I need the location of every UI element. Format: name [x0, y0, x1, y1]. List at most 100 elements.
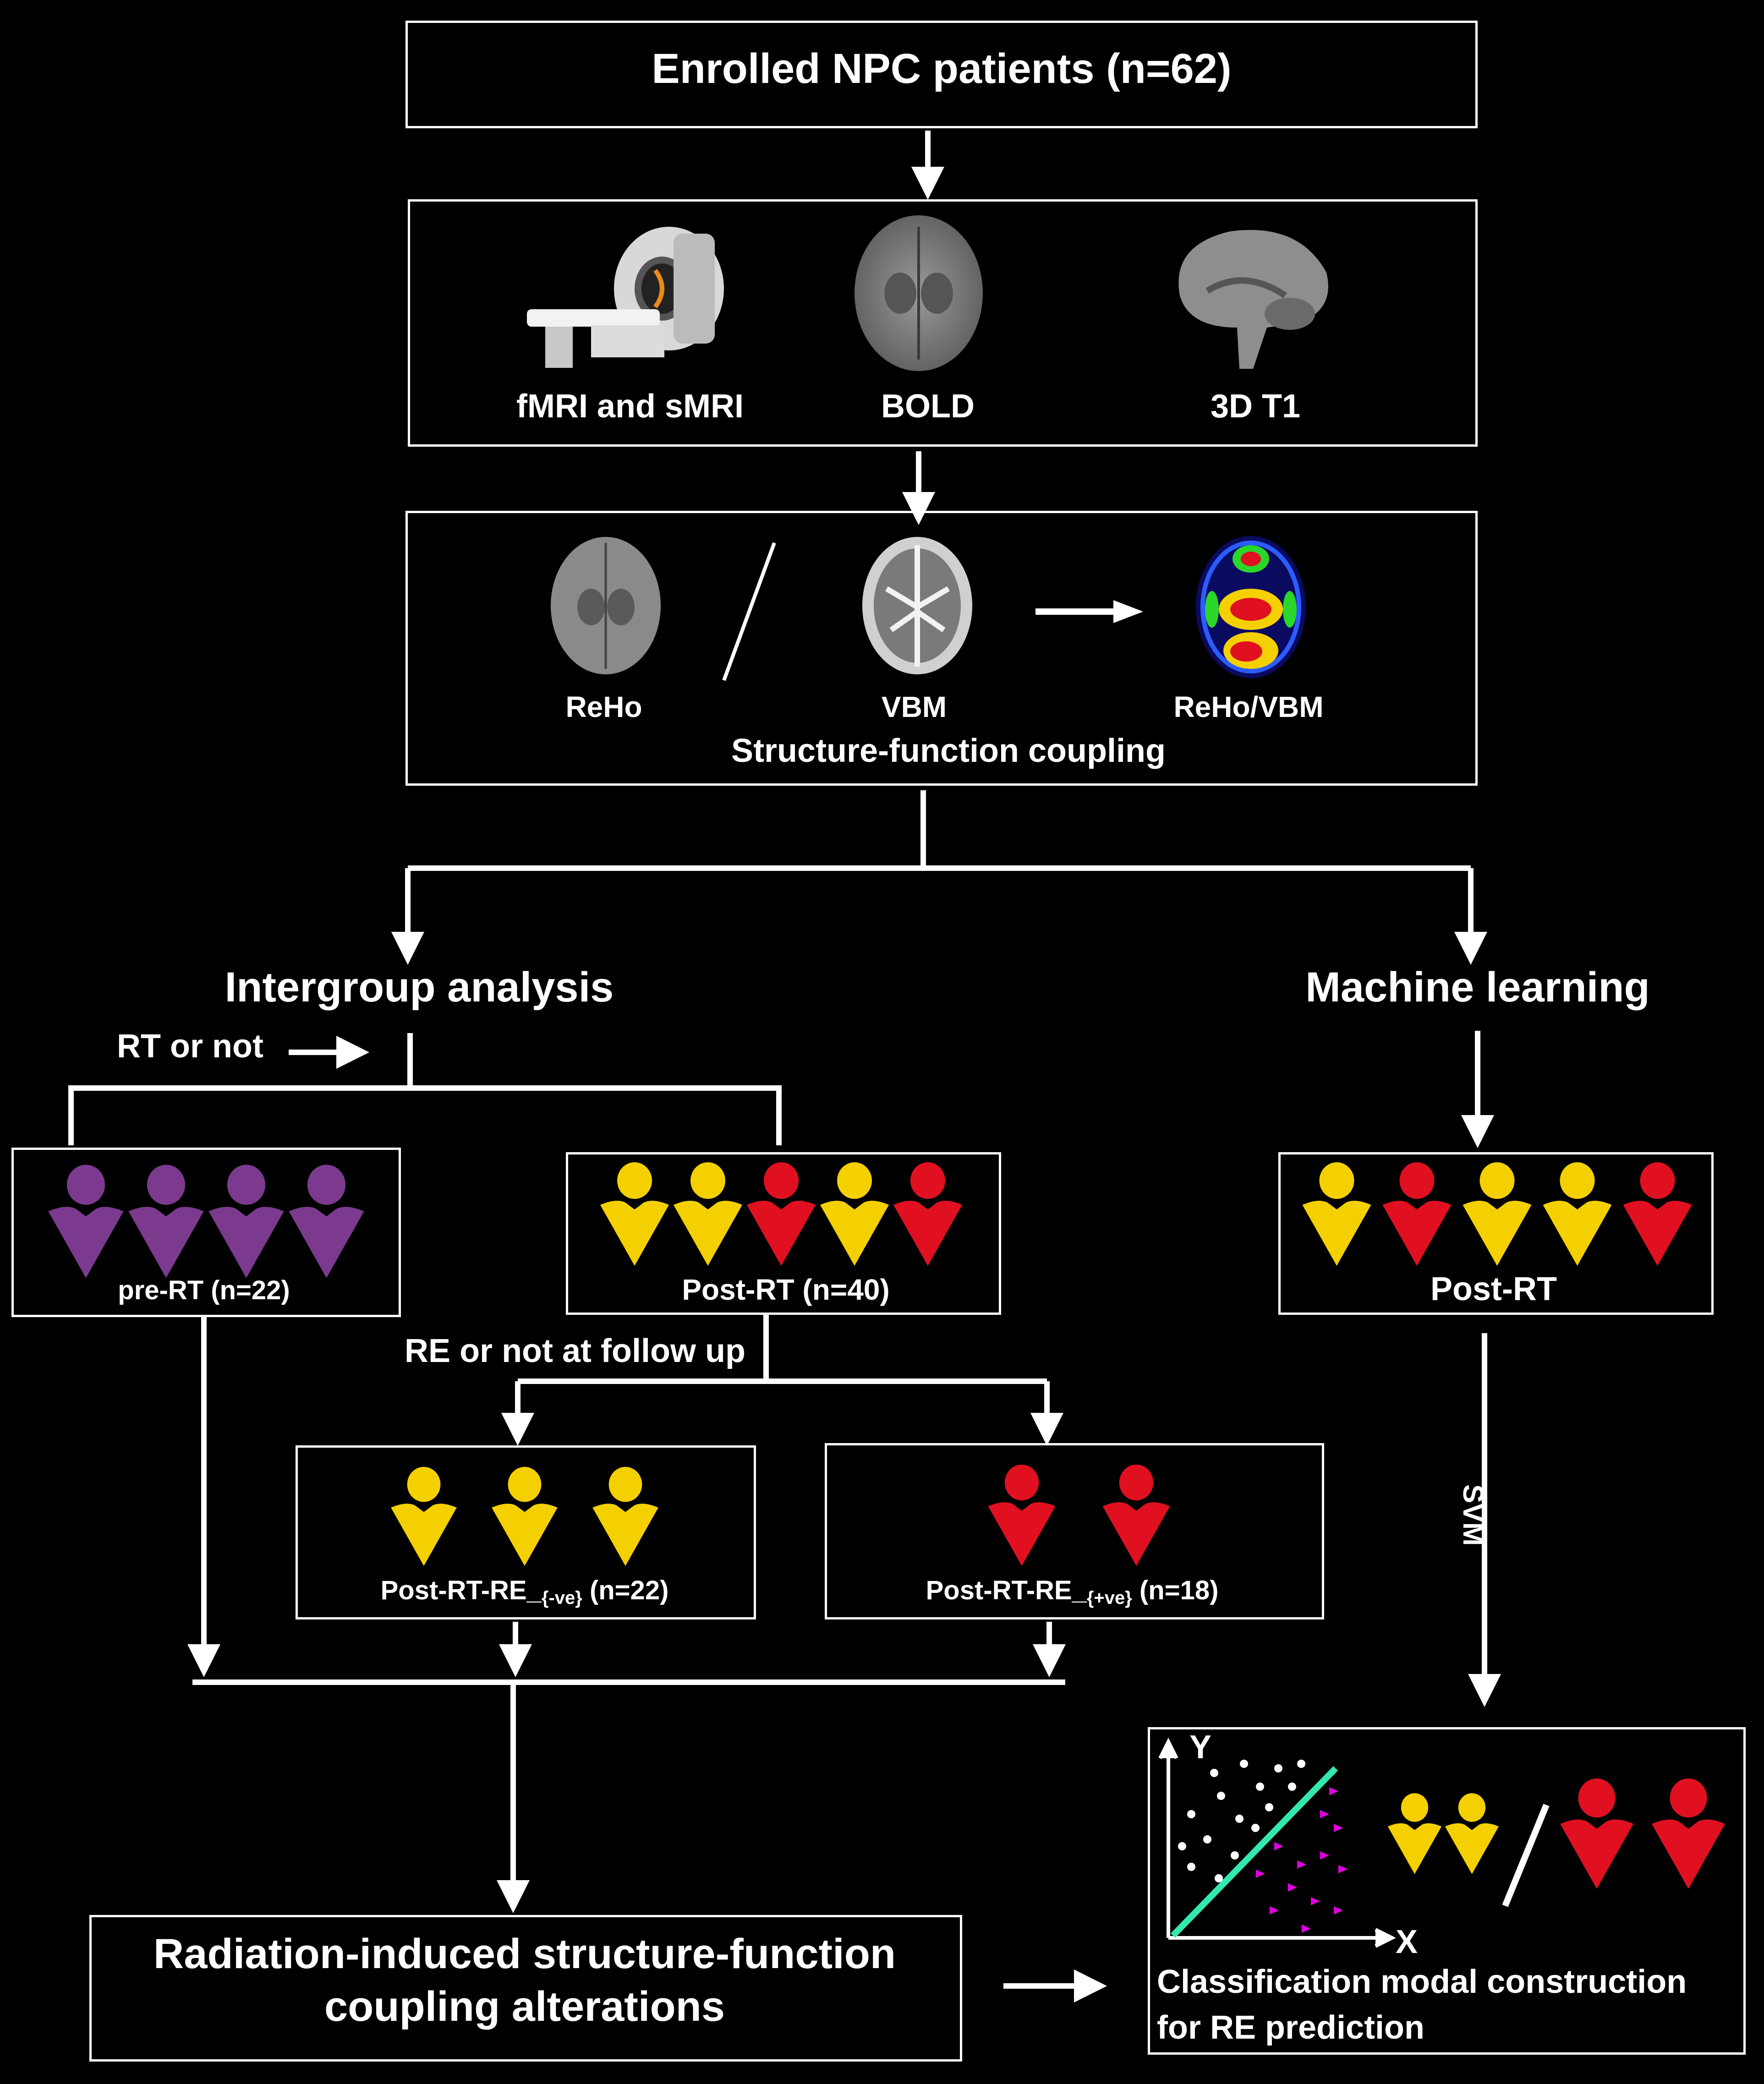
magenta-scatter-dot: [1329, 1787, 1338, 1795]
magenta-scatter-dot: [1334, 1906, 1343, 1914]
white-scatter-dot: [1265, 1803, 1273, 1811]
magenta-scatter-dot: [1334, 1824, 1343, 1832]
magenta-scatter-dot: [1302, 1925, 1311, 1933]
white-scatter-dot: [1240, 1760, 1248, 1768]
purple-person-icon: [48, 1165, 124, 1278]
yellow-person-icon: [391, 1466, 457, 1566]
machine-learning-title: Machine learning: [1305, 964, 1650, 1011]
coupling-label-reho: ReHo: [565, 690, 642, 723]
classification-line2: for RE prediction: [1157, 2009, 1425, 2046]
axis-x-label: X: [1395, 1924, 1418, 1960]
post-rt-re-negative-figures: [373, 1466, 676, 1569]
post-rt-re-negative-box: [296, 1445, 756, 1619]
yellow-person-icon: [1463, 1162, 1532, 1266]
post-rt-figures: [598, 1161, 964, 1269]
axis-y-label: Y: [1189, 1729, 1212, 1766]
pre-rt-label: pre-RT (n=22): [118, 1275, 290, 1305]
mri-scanner-icon: [527, 227, 724, 368]
red-person-icon: [1382, 1162, 1452, 1266]
ml-post-rt-figures: [1297, 1161, 1698, 1269]
yellow-person-icon: [600, 1162, 669, 1266]
pre-rt-figures: [46, 1164, 367, 1281]
yellow-person-icon: [1302, 1162, 1371, 1266]
magenta-scatter-dot: [1320, 1851, 1329, 1860]
magenta-scatter-dot: [1311, 1897, 1320, 1905]
magenta-scatter-dot: [1338, 1865, 1348, 1873]
magenta-scatter-dot: [1320, 1810, 1329, 1818]
yellow-person-icon: [820, 1162, 889, 1266]
outcome-box: [89, 1915, 962, 2062]
reho-brain-image: [551, 537, 661, 674]
bold-brain-image: [855, 215, 983, 371]
imaging-box: [408, 199, 1478, 447]
coupling-label-vbm: VBM: [881, 690, 947, 723]
white-scatter-dot: [1187, 1810, 1195, 1818]
yellow-person-icon: [592, 1466, 658, 1566]
enrolled-title: Enrolled NPC patients (n=62): [652, 45, 1232, 92]
red-person-icon: [1652, 1778, 1725, 1889]
purple-person-icon: [208, 1165, 284, 1278]
magenta-scatter-dot: [1270, 1906, 1279, 1914]
red-person-icon: [1623, 1162, 1692, 1266]
white-scatter-dot: [1274, 1764, 1282, 1772]
purple-person-icon: [289, 1165, 364, 1278]
post-rt-re-positive-box: [825, 1443, 1324, 1619]
red-person-icon: [988, 1464, 1056, 1566]
arrow-to-reho-vbm: [1035, 600, 1143, 623]
white-scatter-dot: [1256, 1783, 1264, 1791]
classification-line1: Classification modal construction: [1157, 1964, 1687, 2000]
yellow-person-icon: [1387, 1793, 1442, 1874]
post-rt-re-positive-label: Post-RT-RE_{+ve} (n=18): [926, 1575, 1219, 1608]
reho-vbm-heatmap-image: [1196, 536, 1306, 678]
post-rt-box: [566, 1152, 1001, 1315]
re-or-not-label: RE or not at follow up: [405, 1333, 745, 1369]
white-scatter-dot: [1187, 1863, 1195, 1871]
rt-split-connector: [68, 1033, 413, 1145]
white-scatter-dot: [1251, 1824, 1260, 1832]
imaging-label-bold: BOLD: [881, 388, 975, 425]
white-scatter-dot: [1178, 1842, 1186, 1850]
svm-label: SVM: [1457, 1484, 1489, 1546]
intergroup-title: Intergroup analysis: [225, 964, 614, 1011]
magenta-scatter-dot: [1297, 1860, 1306, 1869]
classification-figures-left: [1386, 1778, 1501, 1892]
white-scatter-dot: [1288, 1783, 1296, 1791]
outcome-line2: coupling alterations: [324, 1983, 725, 2030]
white-scatter-dot: [1215, 1874, 1223, 1882]
rt-or-not-label: RT or not: [117, 1028, 263, 1065]
white-scatter-dot: [1210, 1769, 1218, 1777]
yellow-person-icon: [492, 1466, 558, 1566]
yellow-person-icon: [1445, 1793, 1499, 1874]
purple-person-icon: [128, 1165, 204, 1278]
classification-figures-right: [1551, 1778, 1734, 1892]
coupling-label-reho-vbm: ReHo/VBM: [1173, 690, 1324, 723]
svm-scatter-plot: [1158, 1738, 1396, 1948]
ml-post-rt-label: Post-RT: [1430, 1271, 1557, 1307]
red-person-icon: [893, 1162, 962, 1266]
imaging-label-fmri: fMRI and sMRI: [516, 388, 744, 425]
red-person-icon: [1560, 1778, 1633, 1889]
vbm-brain-image: [862, 537, 972, 674]
post-rt-re-positive-figures: [964, 1464, 1194, 1569]
imaging-label-3dt1: 3D T1: [1210, 388, 1301, 425]
white-scatter-dot: [1231, 1851, 1239, 1860]
classification-slash: [1502, 1804, 1550, 1907]
white-scatter-dot: [1217, 1792, 1225, 1800]
red-person-icon: [747, 1162, 816, 1266]
coupling-title: Structure-function coupling: [731, 733, 1166, 769]
red-person-icon: [1102, 1464, 1170, 1566]
classification-box: [1148, 1727, 1746, 2055]
outcome-line1: Radiation-induced structure-function: [153, 1931, 896, 1977]
pre-rt-box: [11, 1148, 401, 1317]
yellow-person-icon: [1543, 1162, 1612, 1266]
yellow-person-icon: [674, 1162, 742, 1266]
ml-post-rt-box: [1278, 1152, 1714, 1315]
magenta-scatter-dot: [1256, 1870, 1265, 1878]
white-scatter-dot: [1297, 1760, 1305, 1768]
white-scatter-dot: [1235, 1815, 1244, 1823]
t1-sagittal-brain-image: [1178, 230, 1328, 369]
coupling-box: [405, 511, 1478, 786]
post-rt-re-negative-label: Post-RT-RE_{-ve} (n=22): [380, 1575, 669, 1608]
magenta-scatter-dot: [1288, 1883, 1297, 1892]
